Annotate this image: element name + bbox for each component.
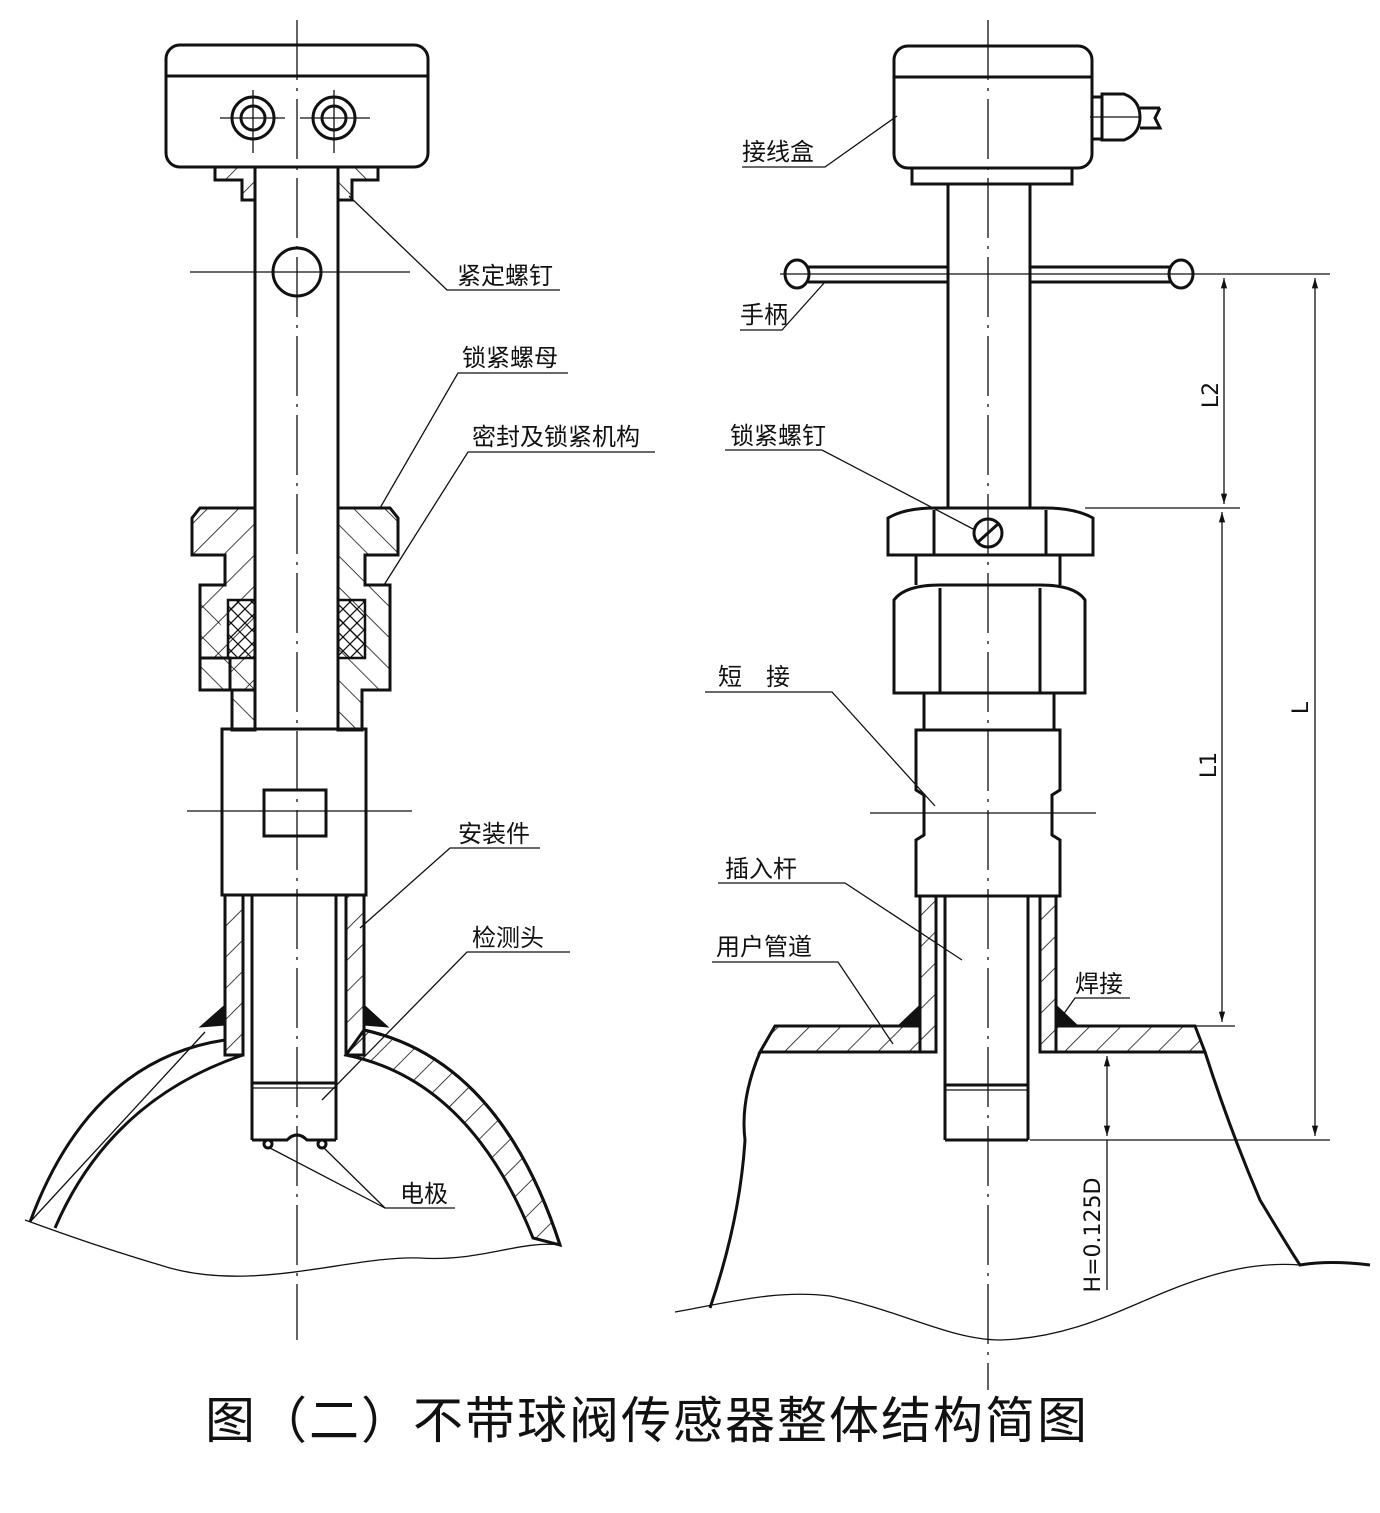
handle-bar: [780, 258, 1330, 290]
label-seal-lock-mechanism: 密封及锁紧机构: [472, 423, 640, 451]
label-locking-screw: 锁紧螺钉: [730, 422, 826, 450]
right-hex-nut: [892, 583, 1087, 695]
label-handle: 手柄: [740, 301, 788, 329]
label-lock-nut: 锁紧螺母: [462, 344, 558, 372]
left-collar-left: [213, 165, 257, 202]
right-view: [674, 20, 1371, 1390]
label-insertion-rod: 插入杆: [725, 855, 797, 883]
electrode-left-icon: [262, 1138, 274, 1150]
left-junction-box: [164, 43, 430, 169]
right-junction-box: [892, 44, 1163, 186]
leader-lines: [269, 115, 1130, 1209]
pipe-outline-right: [1203, 1051, 1371, 1267]
figure-title: 图（二）不带球阀传感器整体结构简图: [205, 1392, 1089, 1450]
dim-label-l2: L2: [1199, 382, 1224, 408]
seal-packing-r: [336, 598, 367, 660]
cable-gland-right-icon: [300, 90, 370, 153]
user-pipe-wall-l: [757, 1024, 922, 1054]
left-sleeve-r: [344, 893, 366, 1057]
electrode-right-icon: [316, 1138, 328, 1150]
pipe-break-line: [24, 1219, 561, 1277]
label-electrode: 电极: [400, 1180, 448, 1208]
left-mounting-block: [220, 727, 368, 897]
label-mounting-part: 安装件: [458, 820, 530, 848]
seal-packing-l: [226, 598, 257, 660]
label-short-connector: 短 接: [718, 663, 790, 691]
left-collar-right: [336, 165, 380, 202]
label-weld: 焊接: [1075, 970, 1123, 998]
right-sleeve-l: [918, 894, 938, 1054]
pipe-outer-left: [28, 1038, 226, 1223]
label-set-screw: 紧定螺钉: [457, 262, 553, 290]
dim-label-l: L: [1289, 701, 1314, 714]
detection-head-tip: [252, 1133, 336, 1142]
dim-label-l1: L1: [1197, 752, 1222, 778]
right-sleeve-r: [1038, 894, 1058, 1054]
label-user-pipe: 用户管道: [716, 933, 812, 961]
user-pipe-wall-r: [1054, 1024, 1208, 1054]
left-view: [24, 20, 563, 1340]
pipe-outline-left: [708, 1051, 762, 1309]
cable-gland-left-icon: [220, 90, 285, 153]
short-connector: [914, 728, 1062, 898]
left-sleeve-l: [223, 893, 245, 1057]
label-junction-box: 接线盒: [742, 138, 814, 166]
cable-gland-side-icon: [1090, 92, 1163, 142]
pipe-break-line-right: [674, 1263, 1301, 1341]
left-square-hole: [262, 788, 328, 838]
label-detection-head: 检测头: [472, 924, 544, 952]
locking-screw-icon: [972, 517, 1004, 549]
right-lock-nut: [886, 506, 1095, 557]
dim-label-h: H=0.125D: [1081, 1178, 1106, 1293]
